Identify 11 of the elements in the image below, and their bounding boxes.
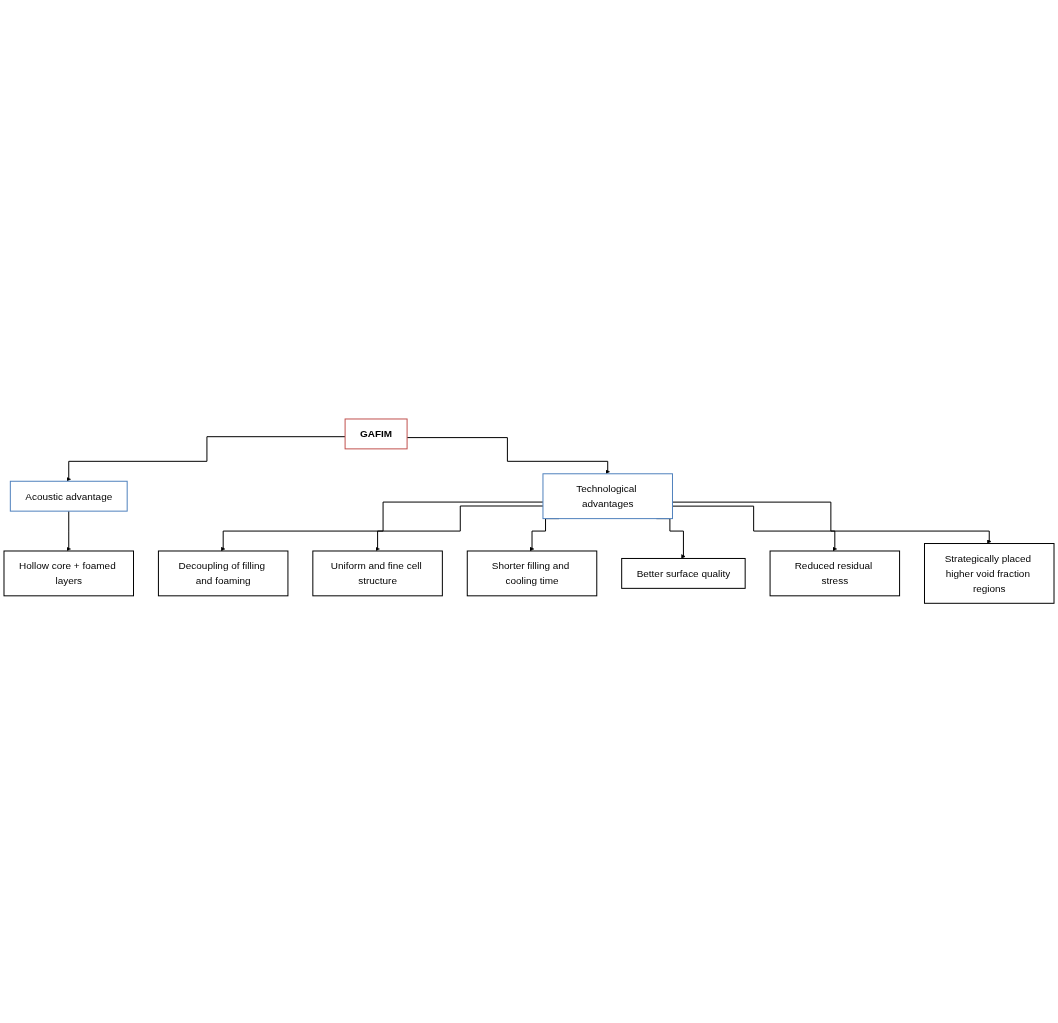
node-box: Acoustic advantage [9, 481, 128, 512]
node-box: Shorter filling and cooling time [466, 550, 598, 597]
node-box: Technological advantages [542, 473, 673, 520]
node-box: Strategically placed higher void fraction regions [924, 543, 1055, 605]
arrow [375, 505, 544, 552]
node-box: Decoupling of filling and foaming [157, 550, 289, 597]
node-box: GAFIM [344, 418, 408, 450]
node-box: Hollow core + foamed layers [3, 550, 134, 597]
node-box: Better surface quality [621, 558, 746, 590]
node-box: Reduced residual stress [769, 550, 901, 597]
node-box: Uniform and fine cell structure [312, 550, 443, 597]
